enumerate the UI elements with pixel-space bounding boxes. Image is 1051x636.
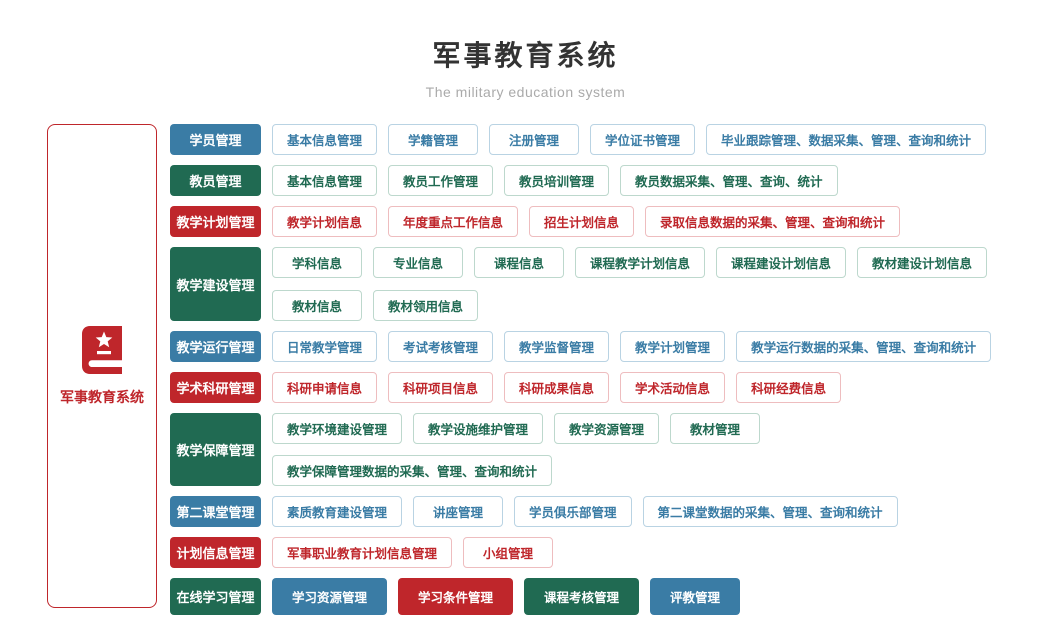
module-row: 在线学习管理学习资源管理学习条件管理课程考核管理评教管理 (170, 578, 1051, 615)
module-item-lines: 学习资源管理学习条件管理课程考核管理评教管理 (272, 578, 741, 615)
module-row: 教学建设管理学科信息专业信息课程信息课程教学计划信息课程建设计划信息教材建设计划… (170, 247, 1051, 321)
page: 军事教育系统 The military education system 军事教… (0, 0, 1051, 615)
module-item-button[interactable]: 学术活动信息 (620, 372, 726, 403)
module-row: 第二课堂管理素质教育建设管理讲座管理学员俱乐部管理第二课堂数据的采集、管理、查询… (170, 496, 1051, 527)
system-root-label: 军事教育系统 (60, 389, 144, 405)
module-item-line: 军事职业教育计划信息管理小组管理 (272, 537, 554, 568)
module-item-button[interactable]: 科研经费信息 (736, 372, 842, 403)
module-item-button[interactable]: 学科信息 (272, 247, 362, 278)
module-item-button[interactable]: 学籍管理 (388, 124, 479, 155)
module-item-button[interactable]: 录取信息数据的采集、管理、查询和统计 (645, 206, 901, 237)
module-item-button[interactable]: 教材建设计划信息 (857, 247, 988, 278)
module-item-button[interactable]: 教材领用信息 (373, 290, 479, 321)
module-item-button[interactable]: 教学运行数据的采集、管理、查询和统计 (736, 331, 992, 362)
module-row: 教学计划管理教学计划信息年度重点工作信息招生计划信息录取信息数据的采集、管理、查… (170, 206, 1051, 237)
header: 军事教育系统 The military education system (0, 0, 1051, 100)
category-button[interactable]: 教员管理 (170, 165, 261, 196)
module-item-line: 基本信息管理教员工作管理教员培训管理教员数据采集、管理、查询、统计 (272, 165, 838, 196)
module-item-line: 学科信息专业信息课程信息课程教学计划信息课程建设计划信息教材建设计划信息 (272, 247, 988, 278)
module-item-lines: 军事职业教育计划信息管理小组管理 (272, 537, 554, 568)
module-item-button[interactable]: 教学计划管理 (620, 331, 726, 362)
module-row: 计划信息管理军事职业教育计划信息管理小组管理 (170, 537, 1051, 568)
module-item-button[interactable]: 科研成果信息 (504, 372, 610, 403)
module-item-button[interactable]: 考试考核管理 (388, 331, 494, 362)
module-row: 教学保障管理教学环境建设管理教学设施维护管理教学资源管理教材管理教学保障管理数据… (170, 413, 1051, 486)
module-item-button[interactable]: 年度重点工作信息 (388, 206, 519, 237)
module-item-button[interactable]: 教材信息 (272, 290, 362, 321)
module-row: 教学运行管理日常教学管理考试考核管理教学监督管理教学计划管理教学运行数据的采集、… (170, 331, 1051, 362)
page-title: 军事教育系统 (432, 40, 619, 71)
module-item-lines: 日常教学管理考试考核管理教学监督管理教学计划管理教学运行数据的采集、管理、查询和… (272, 331, 992, 362)
module-item-line: 教学计划信息年度重点工作信息招生计划信息录取信息数据的采集、管理、查询和统计 (272, 206, 901, 237)
module-item-button[interactable]: 课程考核管理 (524, 578, 640, 615)
module-item-button[interactable]: 课程信息 (474, 247, 564, 278)
module-item-button[interactable]: 教员工作管理 (388, 165, 494, 196)
module-item-button[interactable]: 课程建设计划信息 (716, 247, 847, 278)
module-item-button[interactable]: 注册管理 (489, 124, 580, 155)
module-item-button[interactable]: 讲座管理 (413, 496, 504, 527)
page-subtitle: The military education system (425, 84, 626, 100)
category-button[interactable]: 第二课堂管理 (170, 496, 261, 527)
module-row: 学术科研管理科研申请信息科研项目信息科研成果信息学术活动信息科研经费信息 (170, 372, 1051, 403)
category-button[interactable]: 学员管理 (170, 124, 261, 155)
module-item-button[interactable]: 学习条件管理 (398, 578, 514, 615)
module-item-button[interactable]: 教学环境建设管理 (272, 413, 403, 444)
module-item-lines: 基本信息管理学籍管理注册管理学位证书管理毕业跟踪管理、数据采集、管理、查询和统计 (272, 124, 987, 155)
book-star-icon (79, 325, 125, 375)
module-item-button[interactable]: 教员培训管理 (504, 165, 610, 196)
module-rows: 学员管理基本信息管理学籍管理注册管理学位证书管理毕业跟踪管理、数据采集、管理、查… (170, 124, 1051, 615)
module-item-lines: 教学计划信息年度重点工作信息招生计划信息录取信息数据的采集、管理、查询和统计 (272, 206, 901, 237)
module-item-line: 基本信息管理学籍管理注册管理学位证书管理毕业跟踪管理、数据采集、管理、查询和统计 (272, 124, 987, 155)
module-item-line: 教学环境建设管理教学设施维护管理教学资源管理教材管理教学保障管理数据的采集、管理… (272, 413, 1051, 486)
module-item-button[interactable]: 科研申请信息 (272, 372, 378, 403)
category-button[interactable]: 教学保障管理 (170, 413, 261, 486)
module-item-button[interactable]: 课程教学计划信息 (575, 247, 706, 278)
module-item-lines: 学科信息专业信息课程信息课程教学计划信息课程建设计划信息教材建设计划信息教材信息… (272, 247, 988, 321)
category-button[interactable]: 计划信息管理 (170, 537, 261, 568)
module-item-button[interactable]: 教学监督管理 (504, 331, 610, 362)
category-button[interactable]: 教学计划管理 (170, 206, 261, 237)
module-item-lines: 科研申请信息科研项目信息科研成果信息学术活动信息科研经费信息 (272, 372, 842, 403)
module-item-line: 素质教育建设管理讲座管理学员俱乐部管理第二课堂数据的采集、管理、查询和统计 (272, 496, 898, 527)
module-item-button[interactable]: 专业信息 (373, 247, 463, 278)
module-item-button[interactable]: 第二课堂数据的采集、管理、查询和统计 (642, 496, 898, 527)
module-item-button[interactable]: 学习资源管理 (272, 578, 388, 615)
category-button[interactable]: 在线学习管理 (170, 578, 261, 615)
module-item-button[interactable]: 教学保障管理数据的采集、管理、查询和统计 (272, 455, 553, 486)
module-item-button[interactable]: 教学计划信息 (272, 206, 378, 237)
module-item-button[interactable]: 学位证书管理 (590, 124, 696, 155)
module-item-button[interactable]: 日常教学管理 (272, 331, 378, 362)
module-item-button[interactable]: 毕业跟踪管理、数据采集、管理、查询和统计 (706, 124, 987, 155)
module-item-button[interactable]: 教学资源管理 (554, 413, 660, 444)
module-item-button[interactable]: 军事职业教育计划信息管理 (272, 537, 453, 568)
module-item-button[interactable]: 教员数据采集、管理、查询、统计 (620, 165, 838, 196)
main-content: 军事教育系统 学员管理基本信息管理学籍管理注册管理学位证书管理毕业跟踪管理、数据… (0, 124, 1051, 615)
module-item-button[interactable]: 基本信息管理 (272, 165, 378, 196)
module-item-lines: 素质教育建设管理讲座管理学员俱乐部管理第二课堂数据的采集、管理、查询和统计 (272, 496, 898, 527)
module-item-lines: 教学环境建设管理教学设施维护管理教学资源管理教材管理教学保障管理数据的采集、管理… (272, 413, 1051, 486)
module-item-button[interactable]: 招生计划信息 (529, 206, 635, 237)
module-item-line: 教材信息教材领用信息 (272, 290, 987, 321)
module-item-button[interactable]: 评教管理 (650, 578, 741, 615)
module-row: 教员管理基本信息管理教员工作管理教员培训管理教员数据采集、管理、查询、统计 (170, 165, 1051, 196)
module-item-button[interactable]: 教材管理 (670, 413, 761, 444)
module-item-line: 科研申请信息科研项目信息科研成果信息学术活动信息科研经费信息 (272, 372, 842, 403)
module-item-button[interactable]: 小组管理 (463, 537, 554, 568)
module-item-button[interactable]: 科研项目信息 (388, 372, 494, 403)
module-item-button[interactable]: 素质教育建设管理 (272, 496, 403, 527)
module-row: 学员管理基本信息管理学籍管理注册管理学位证书管理毕业跟踪管理、数据采集、管理、查… (170, 124, 1051, 155)
module-item-button[interactable]: 教学设施维护管理 (413, 413, 544, 444)
module-item-line: 日常教学管理考试考核管理教学监督管理教学计划管理教学运行数据的采集、管理、查询和… (272, 331, 992, 362)
category-button[interactable]: 学术科研管理 (170, 372, 261, 403)
module-item-lines: 基本信息管理教员工作管理教员培训管理教员数据采集、管理、查询、统计 (272, 165, 838, 196)
module-item-line: 学习资源管理学习条件管理课程考核管理评教管理 (272, 578, 741, 615)
category-button[interactable]: 教学运行管理 (170, 331, 261, 362)
module-item-button[interactable]: 学员俱乐部管理 (514, 496, 632, 527)
category-button[interactable]: 教学建设管理 (170, 247, 261, 321)
module-item-button[interactable]: 基本信息管理 (272, 124, 378, 155)
system-root-node[interactable]: 军事教育系统 (47, 124, 157, 608)
